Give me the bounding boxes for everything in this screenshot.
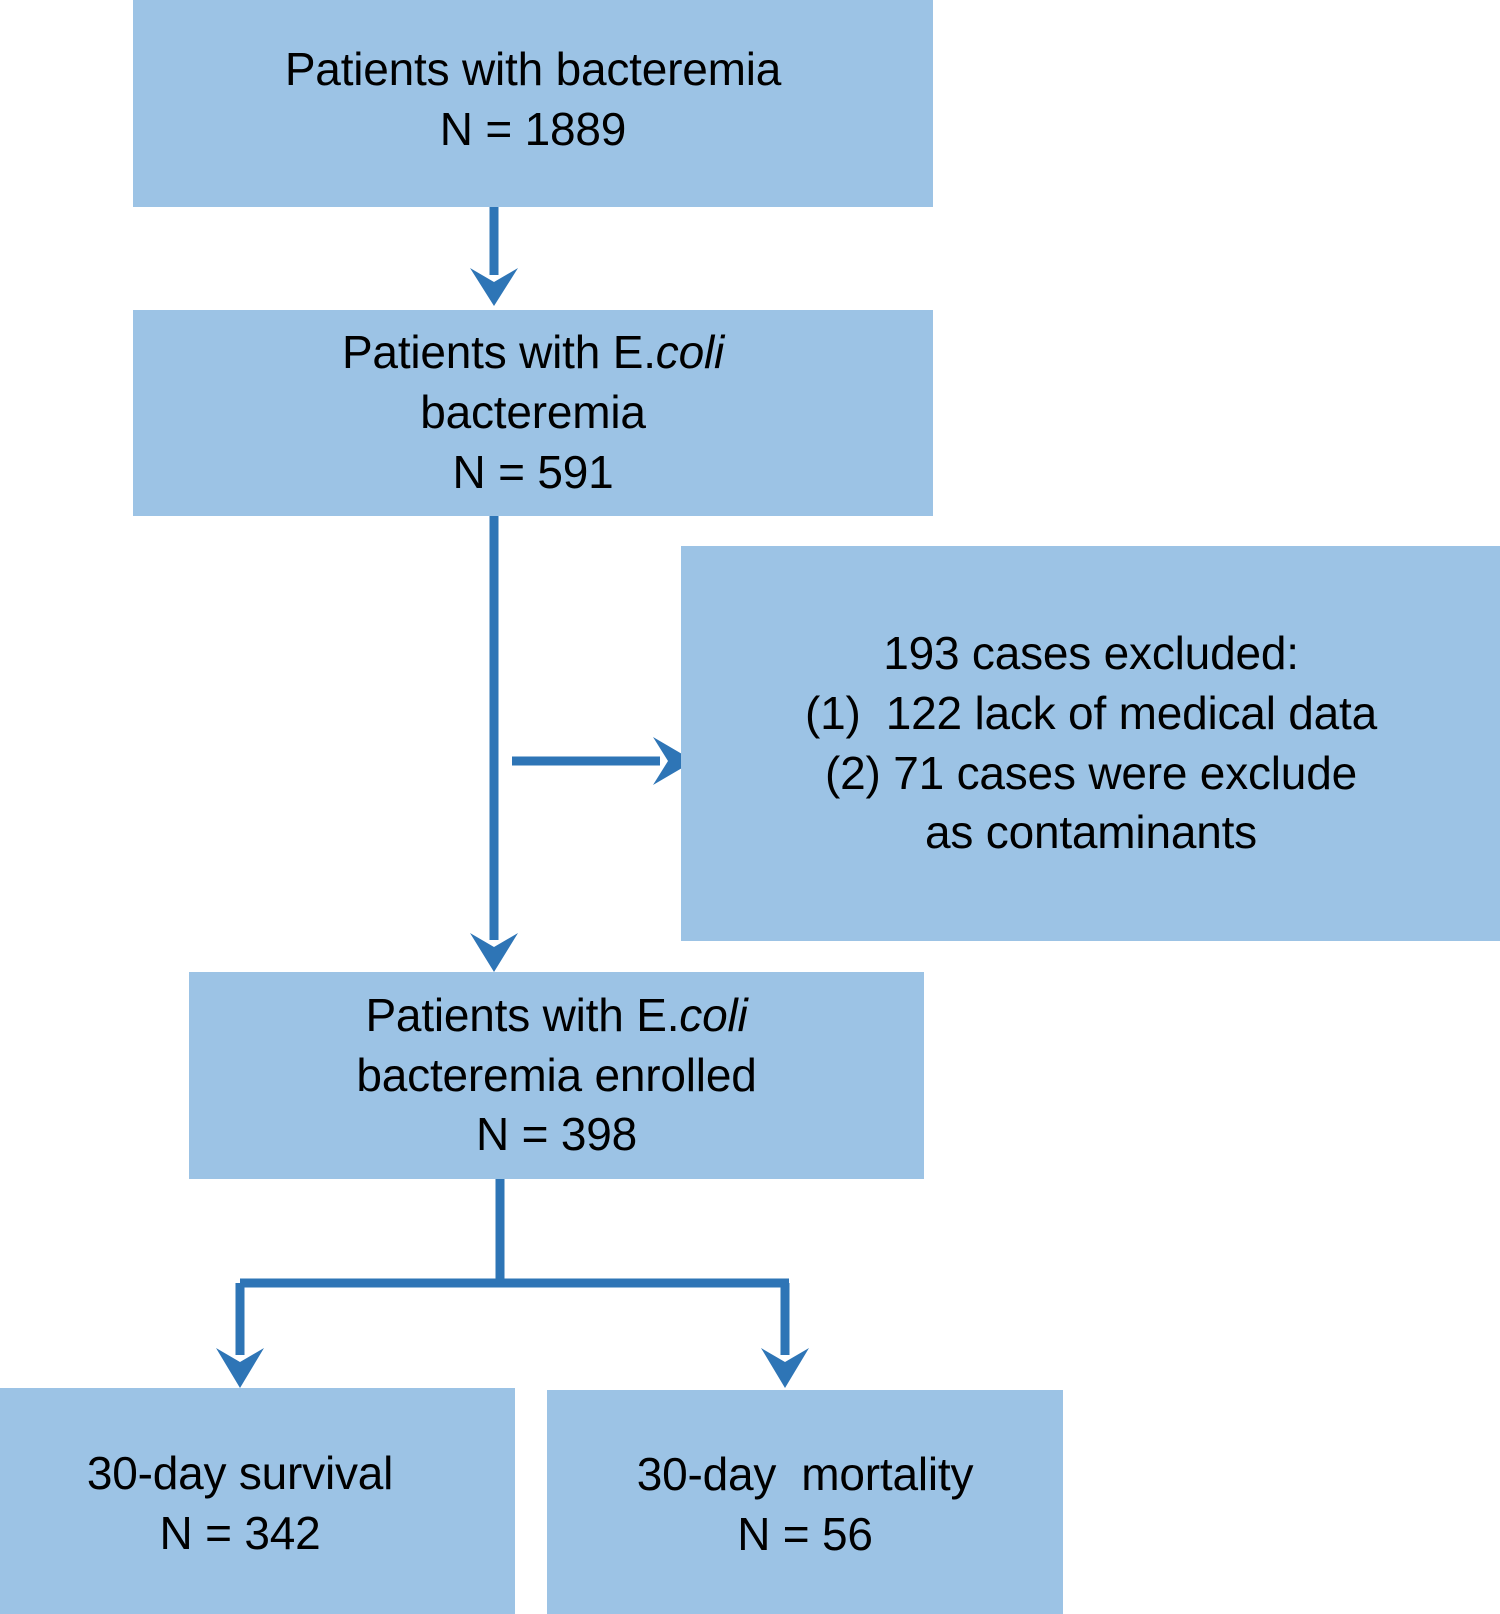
- box-ecoli-enrolled: Patients with E.coli bacteremia enrolled…: [189, 972, 924, 1179]
- box-survival-label: 30-day survival: [86, 1447, 394, 1500]
- box-excluded-cases: 193 cases excluded: (1) 122 lack of medi…: [681, 546, 1500, 941]
- box-excluded-reason-1: (1) 122 lack of medical data: [804, 686, 1378, 739]
- box-ecoli-count: N = 591: [452, 445, 614, 498]
- box-enrolled-line2: bacteremia enrolled: [356, 1048, 757, 1101]
- arrow-enrolled-to-mortality: [761, 1283, 809, 1388]
- arrow-ecoli-to-excluded: [512, 737, 694, 785]
- arrow-ecoli-to-enrolled: [470, 516, 518, 972]
- box-patients-with-bacteremia: Patients with bacteremia N = 1889: [133, 0, 933, 207]
- box-excluded-reason-2-cont: as contaminants: [925, 806, 1257, 859]
- box-30-day-mortality: 30-day mortality N = 56: [547, 1390, 1063, 1614]
- box-enrolled-line1-prefix: Patients with: [365, 988, 637, 1041]
- box-excluded-reason-2: (2) 71 cases were exclude: [825, 746, 1357, 799]
- box-ecoli-bacteremia: Patients with E.coli bacteremia N = 591: [133, 310, 933, 516]
- box-enrolled-count: N = 398: [476, 1108, 637, 1161]
- box-30-day-survival: 30-day survival N = 342: [0, 1388, 515, 1614]
- box-bacteremia-line1: Patients with bacteremia: [284, 42, 782, 95]
- box-ecoli-line2: bacteremia: [420, 386, 646, 439]
- box-mortality-count: N = 56: [737, 1508, 873, 1560]
- box-excluded-line1: 193 cases excluded:: [883, 626, 1299, 679]
- box-ecoli-line1-prefix: Patients with: [341, 326, 613, 379]
- box-bacteremia-count: N = 1889: [439, 102, 627, 155]
- box-enrolled-line1: Patients with E.coli: [365, 986, 747, 1046]
- arrow-total-to-ecoli: [470, 207, 518, 306]
- arrow-enrolled-to-survival: [216, 1283, 264, 1388]
- box-mortality-label: 30-day mortality: [636, 1448, 974, 1501]
- arrow-enrolled-split: [240, 1179, 789, 1288]
- box-ecoli-line1-species: coli: [655, 326, 725, 379]
- box-enrolled-line1-genus: E.: [636, 988, 680, 1041]
- box-enrolled-line1-species: coli: [679, 988, 748, 1041]
- box-survival-count: N = 342: [159, 1507, 321, 1559]
- box-ecoli-line1: Patients with E.coli: [342, 323, 724, 383]
- box-ecoli-line1-genus: E.: [612, 326, 656, 379]
